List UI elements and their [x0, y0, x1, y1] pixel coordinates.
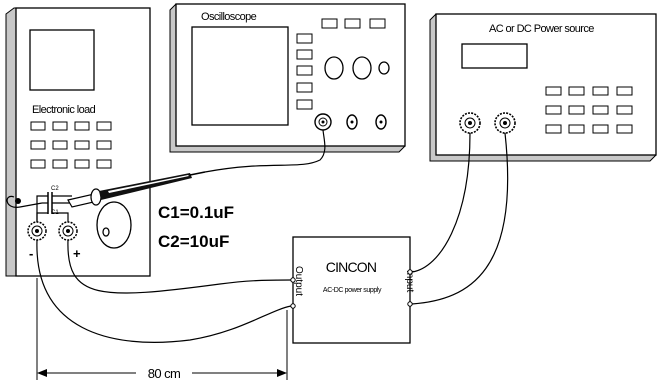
output-port-top — [290, 277, 296, 283]
output-port-bottom — [290, 303, 296, 309]
oscilloscope-side-buttons — [296, 33, 313, 110]
c2-tag: C2 — [51, 186, 59, 192]
power-source-terminal-left — [459, 112, 481, 134]
oscilloscope-label: Oscilloscope — [201, 11, 257, 23]
electronic-load-label: Electronic load — [32, 104, 96, 116]
power-source-label: AC or DC Power source — [489, 23, 594, 35]
input-port-top — [407, 269, 413, 275]
oscilloscope-top-buttons — [321, 18, 386, 29]
c2-value-label: C2=10uF — [158, 232, 229, 251]
input-port-bottom — [407, 301, 413, 307]
electronic-load-knob — [96, 201, 132, 249]
load-terminal-minus — [27, 221, 47, 241]
wire-input-to-source-left — [411, 132, 471, 273]
oscilloscope-screen — [191, 26, 289, 126]
power-source-terminal-right — [494, 112, 516, 134]
minus-terminal-label: - — [29, 246, 33, 261]
distance-label: 80 cm — [148, 366, 180, 381]
power-source-body — [435, 13, 657, 156]
wiring — [36, 129, 509, 343]
arrow-right — [277, 369, 287, 377]
cincon-subtitle: AC-DC power supply — [323, 287, 382, 294]
capacitor-network — [6, 192, 72, 222]
electronic-load: Electronic load - + — [5, 7, 206, 277]
electronic-load-keypad — [30, 121, 112, 169]
wire-plus-to-output — [67, 239, 292, 294]
ground-clip — [15, 198, 21, 204]
power-source-display — [461, 43, 528, 69]
arrow-left — [37, 369, 47, 377]
cincon-brand: CINCON — [326, 259, 376, 275]
oscilloscope-knobs — [324, 56, 390, 80]
cincon-supply: CINCON AC-DC power supply Output Input — [290, 236, 415, 344]
output-label: Output — [293, 266, 304, 296]
plus-terminal-label: + — [73, 246, 81, 261]
cincon-box — [292, 236, 411, 344]
c1-tag: C1 — [51, 210, 59, 216]
oscilloscope-bnc-inputs — [314, 113, 387, 131]
distance-indicator: 80 cm — [36, 278, 288, 381]
power-source-keypad — [545, 86, 633, 134]
wire-minus-to-output — [36, 239, 292, 343]
wire-input-to-source-right — [411, 132, 509, 305]
electronic-load-display — [29, 29, 95, 91]
oscilloscope: Oscilloscope — [169, 3, 406, 153]
load-terminal-plus — [58, 221, 78, 241]
power-source: AC or DC Power source — [429, 13, 657, 162]
c1-value-label: C1=0.1uF — [158, 203, 234, 222]
input-label: Input — [404, 270, 415, 292]
probe-cable — [204, 129, 326, 173]
oscilloscope-probe — [67, 171, 206, 208]
